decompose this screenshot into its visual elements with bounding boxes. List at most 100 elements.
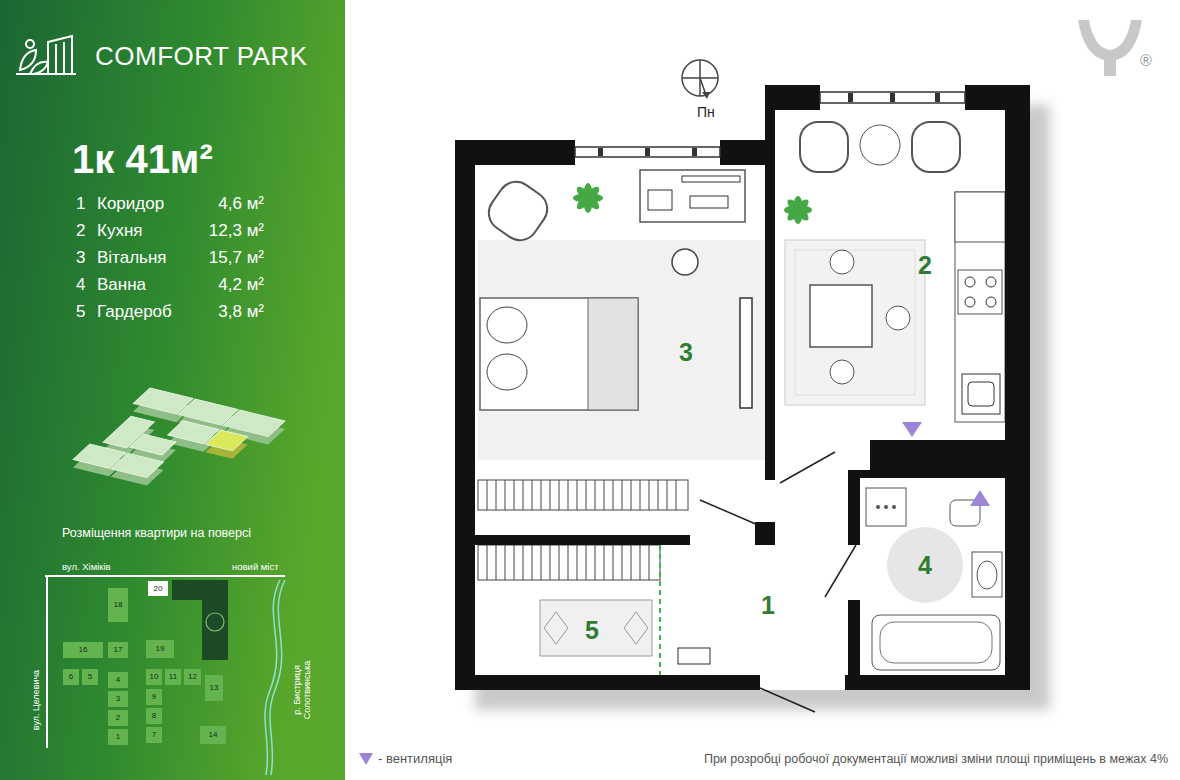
pillow (487, 354, 527, 390)
desk (640, 170, 745, 222)
legend-text: - вентиляція (378, 751, 452, 766)
walls (455, 85, 1030, 690)
keyboard (690, 196, 728, 208)
room-area: 2 (775, 110, 1005, 440)
vent-symbol (902, 422, 922, 437)
building-number: 8 (152, 712, 156, 720)
north-mark: Пн (697, 104, 715, 120)
building-number: 10 (150, 673, 159, 681)
floor-block-tops (73, 388, 285, 493)
row-number: 1 (76, 194, 85, 214)
building-block: 1 (108, 729, 128, 745)
room-number: 2 (918, 253, 932, 278)
rug-pattern (544, 612, 568, 644)
rug (540, 600, 652, 656)
building-block: 10 (146, 669, 162, 685)
building-number: 20 (154, 585, 163, 593)
room-number: 4 (918, 553, 932, 578)
row-number: 3 (76, 248, 85, 268)
armchair (800, 122, 848, 172)
room-area: 5 (475, 545, 660, 675)
blanket (588, 298, 638, 410)
building-number: 19 (156, 645, 165, 653)
building-block: 14 (200, 726, 226, 744)
rug-pattern (624, 612, 648, 644)
plant (784, 196, 812, 224)
yard-circle (206, 613, 224, 631)
compass-arrow (702, 92, 710, 99)
building-block: 7 (146, 727, 162, 743)
washing-machine (866, 488, 906, 526)
room-name: Вітальня (97, 248, 167, 268)
building-block: 17 (108, 642, 128, 658)
hob (958, 270, 1002, 314)
building-number: 14 (209, 731, 218, 739)
row-number: 5 (76, 302, 85, 322)
chair (830, 250, 854, 274)
room-area: 3 (475, 165, 765, 535)
vent-symbol (358, 752, 374, 766)
room-area-value: 15,7 м² (209, 248, 264, 268)
room-area-value: 12,3 м² (209, 221, 264, 241)
building-number: 6 (69, 673, 73, 681)
room-name: Кухня (97, 221, 143, 241)
room-name: Коридор (97, 194, 164, 214)
armchair (912, 122, 960, 172)
bathtub-inner (880, 622, 992, 663)
bath-rug (887, 527, 963, 603)
building-block: 20 (148, 581, 168, 596)
zone-divider (659, 545, 661, 675)
building-number: 16 (79, 646, 88, 654)
pillow (487, 307, 527, 343)
river-name: р. Бистриця Солотвинська (292, 650, 313, 730)
street-name: вул. Целевича (31, 670, 41, 730)
counter (955, 192, 1005, 422)
building-number: 9 (152, 693, 156, 701)
building-block: 19 (146, 640, 174, 658)
armchair (482, 175, 554, 247)
river (265, 580, 285, 775)
windows (575, 92, 965, 157)
room-area-value: 3,8 м² (218, 302, 264, 322)
brand-icon (16, 36, 76, 74)
building-block: 6 (63, 669, 79, 685)
brand-title: COMFORT PARK (95, 42, 308, 72)
building-number: 13 (210, 684, 219, 692)
burners (965, 277, 996, 307)
rug-border (795, 250, 915, 395)
building-block: 16 (63, 642, 103, 658)
wash-basin (972, 552, 1002, 597)
plan-floor (455, 85, 1030, 690)
building-number: 12 (188, 673, 197, 681)
fridge (955, 192, 1005, 242)
sidebar-panel (0, 0, 345, 780)
building-number: 2 (116, 714, 120, 722)
chair (830, 360, 854, 384)
building-number: 17 (114, 646, 123, 654)
row-number: 2 (76, 221, 85, 241)
footnote: При розробці робочої документації можлив… (704, 752, 1168, 766)
apartment-type: 1к 41м² (72, 136, 213, 182)
room-area-value: 4,6 м² (218, 194, 264, 214)
building-block: 8 (146, 708, 162, 724)
dining-table (810, 285, 872, 347)
coffee-table (860, 125, 900, 165)
building-number: 3 (116, 695, 120, 703)
room-name: Ванна (97, 275, 146, 295)
room-name: Гардероб (97, 302, 172, 322)
room-area: 1 (660, 545, 848, 675)
room-area-value: 4,2 м² (218, 275, 264, 295)
building-number: 4 (116, 676, 120, 684)
room-number: 5 (585, 618, 599, 643)
vent-symbol (970, 490, 990, 506)
building-block: 18 (108, 588, 128, 622)
building-number: 1 (116, 733, 120, 741)
chair (886, 306, 910, 330)
building-block: 9 (146, 689, 162, 705)
street-name: вул. Хіміків (62, 562, 111, 573)
legend-row: - вентиляція (358, 751, 452, 766)
sink-bowl (968, 382, 994, 406)
room-area: 4 (860, 478, 1005, 675)
basin-bowl (977, 561, 997, 589)
